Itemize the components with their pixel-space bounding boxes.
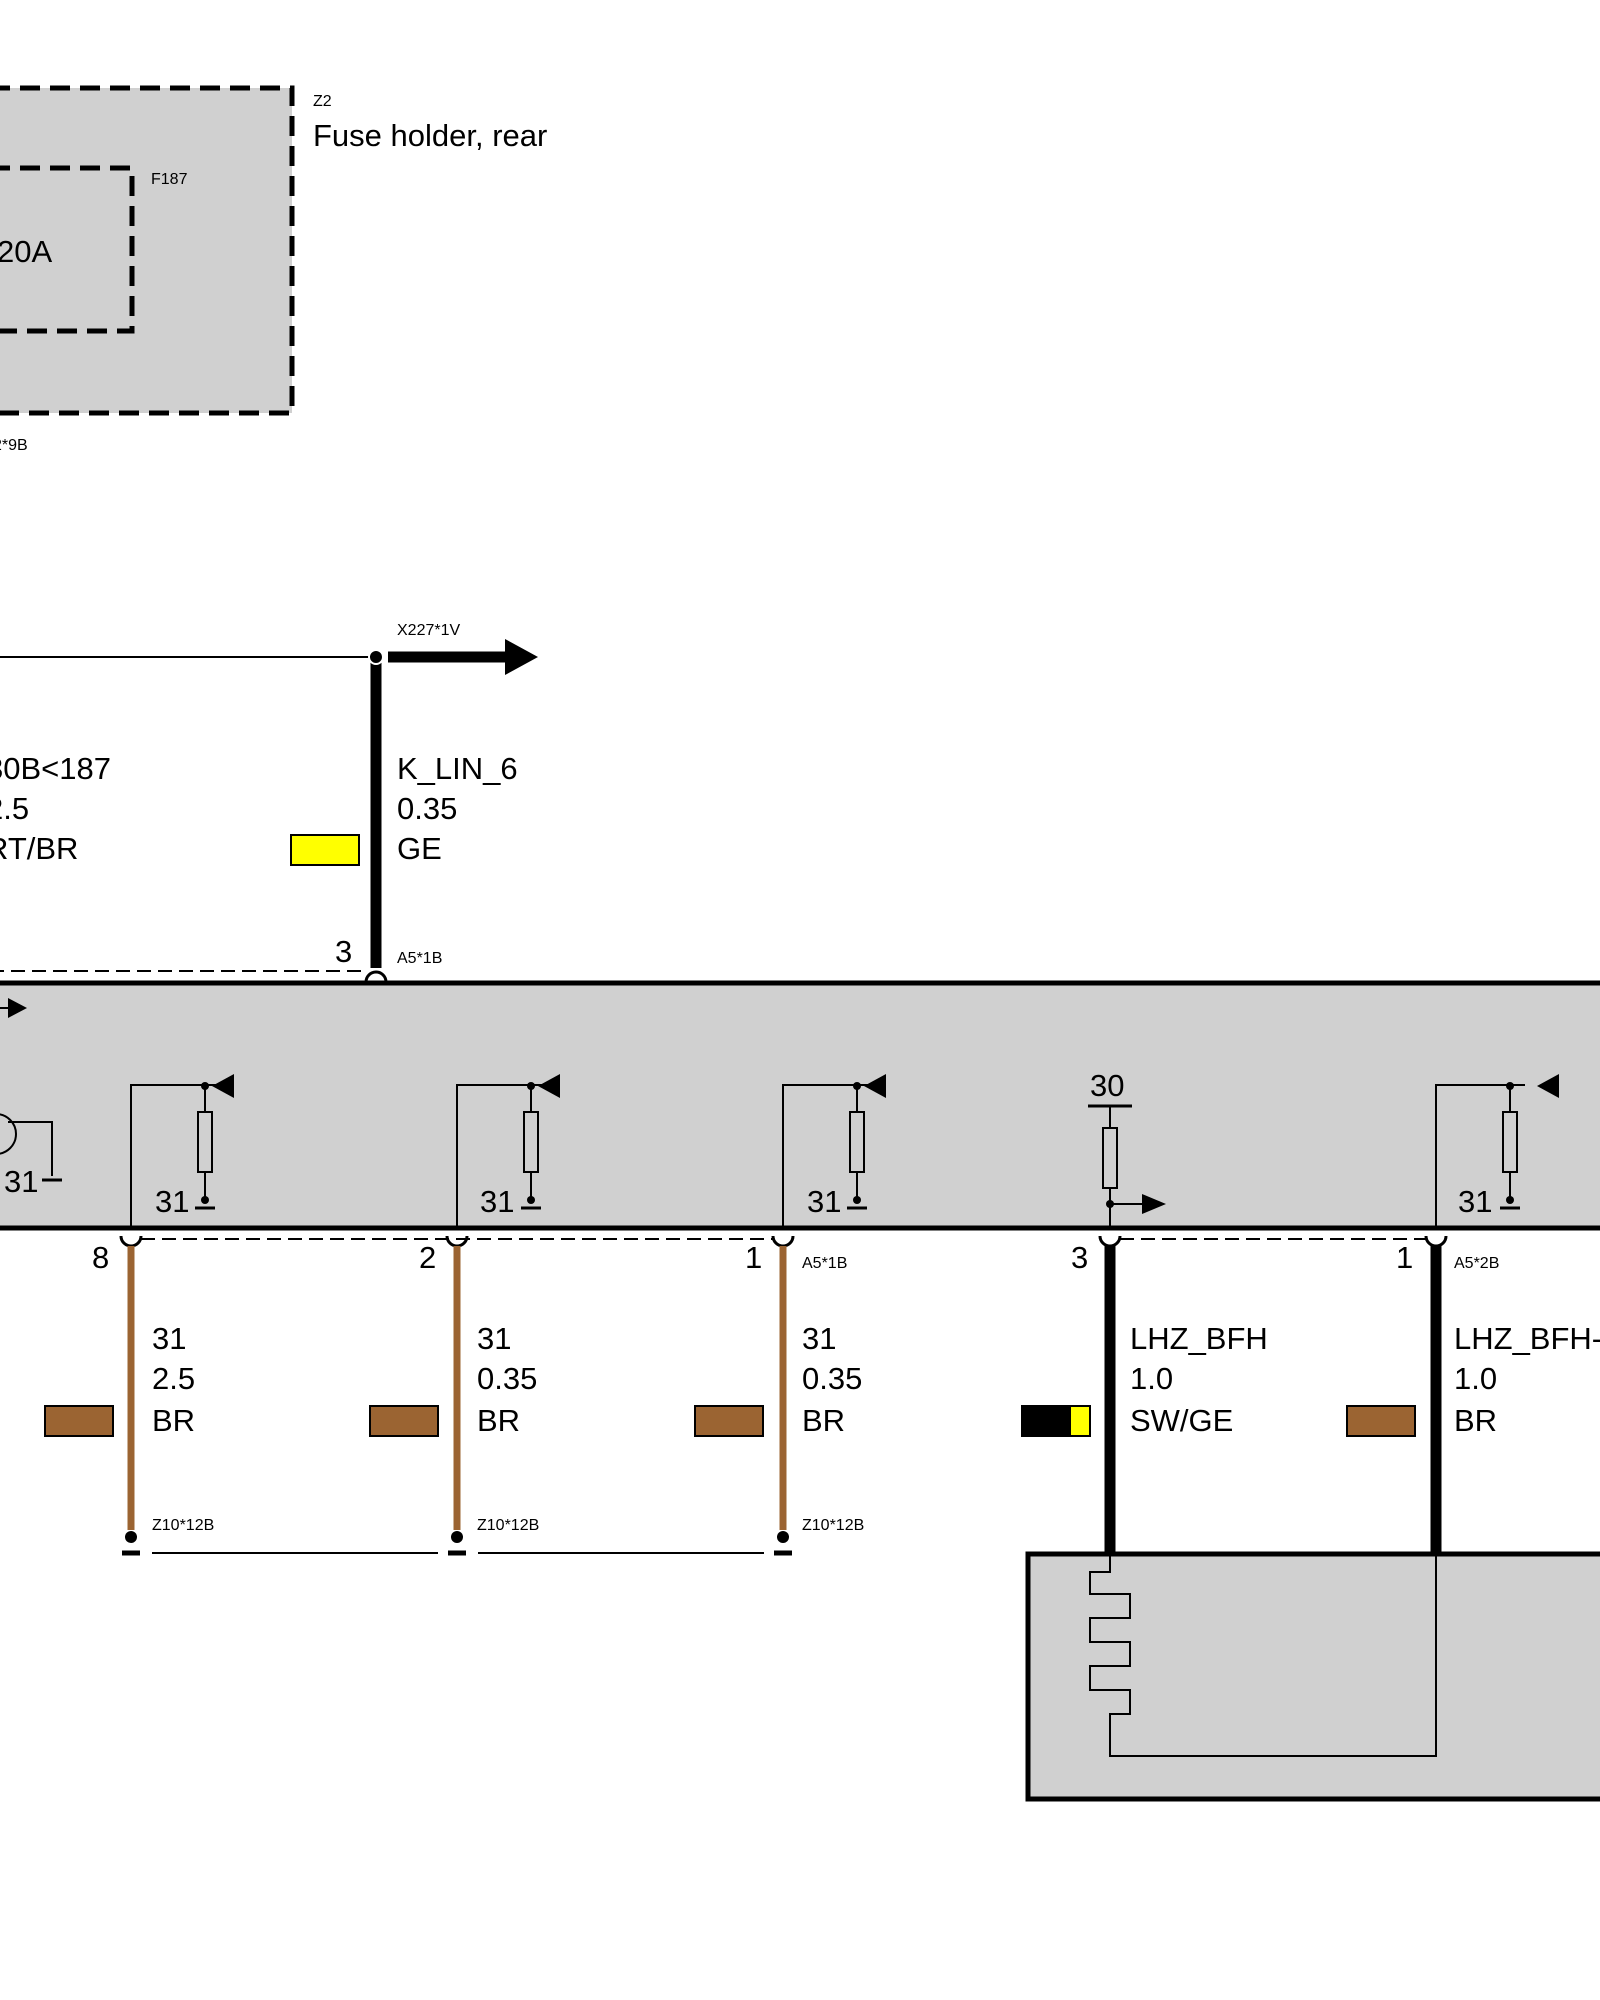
ground-wire-pin-1: 1 A5*1B 31 0.35 BR Z10*12B <box>694 1240 864 1556</box>
heating-coil-icon <box>1089 1552 1437 1757</box>
heater-wire-module-connector: A5*2B <box>1454 1255 1499 1272</box>
module-left-ground-line <box>8 1121 53 1176</box>
module-ground-label-2: 31 <box>480 1184 514 1219</box>
ground-wire-pin-2: 2 31 0.35 BR Z10*12B <box>369 1240 539 1556</box>
transistor-icon <box>0 1113 17 1155</box>
module-ground-label-4: 31 <box>1458 1184 1492 1219</box>
heater-wire-signal: LHZ_BFH- <box>1454 1321 1600 1356</box>
ground-wire-connector: Z10*12B <box>152 1517 214 1534</box>
ground-wire-module-connector: A5*1B <box>802 1255 847 1272</box>
resistor-icon <box>197 1111 213 1173</box>
heater-element-box <box>1025 1551 1600 1802</box>
ground-wire-connector: Z10*12B <box>477 1517 539 1534</box>
ground-wire-gauge: 0.35 <box>477 1361 537 1396</box>
triangle-output-icon <box>864 1074 886 1098</box>
wire-klin-pin-cup <box>364 970 388 983</box>
wire-klin-pin: 3 <box>335 934 352 969</box>
heater-wire-signal: LHZ_BFH <box>1130 1321 1268 1356</box>
fuse-holder-title: Fuse holder, rear <box>313 118 547 153</box>
pin-cup <box>771 1235 795 1248</box>
pin-cup <box>1424 1235 1448 1248</box>
module-channel-pin-1: 31 <box>782 1074 886 1228</box>
control-module: 31 31 <box>0 980 1600 1248</box>
heater-wire-color: SW/GE <box>1130 1403 1233 1438</box>
fuse-rating: 20A <box>0 234 52 269</box>
triangle-output-icon <box>1537 1074 1559 1098</box>
module-channel-heater-return: 31 <box>1435 1074 1559 1228</box>
heater-wire-supply: 3 LHZ_BFH 1.0 SW/GE <box>1021 1240 1268 1552</box>
ground-wire-pin: 8 <box>92 1240 109 1275</box>
ground-wire-gauge: 2.5 <box>152 1361 195 1396</box>
control-module-box <box>0 980 1600 1231</box>
heater-wire-pin: 1 <box>1396 1240 1413 1275</box>
heater-wire-color-swatch <box>1346 1405 1416 1437</box>
triangle-output-icon <box>538 1074 560 1098</box>
ground-wire-signal: 31 <box>802 1321 836 1356</box>
wire-klin-signal: K_LIN_6 <box>397 751 518 786</box>
module-ground-label-0: 31 <box>4 1164 38 1199</box>
resistor-icon <box>1502 1111 1518 1173</box>
fuse-holder-connector: 2*9B <box>0 437 28 454</box>
pin-cup <box>119 1235 143 1248</box>
wire-klin-connector: X227*1V <box>397 622 460 639</box>
fuse-holder: Z2 Fuse holder, rear F187 20A 2*9B <box>0 85 547 454</box>
heater-wire-pin: 3 <box>1071 1240 1088 1275</box>
wire-klin-gauge: 0.35 <box>397 791 457 826</box>
fuse-holder-id: Z2 <box>313 93 332 110</box>
heater-element <box>1025 1551 1600 1802</box>
ground-wire-color-swatch <box>369 1405 439 1437</box>
wire-30b-signal: 30B<187 <box>0 751 111 786</box>
ground-wire-pin: 2 <box>419 1240 436 1275</box>
ground-wire-signal: 31 <box>477 1321 511 1356</box>
ground-wire-gauge: 0.35 <box>802 1361 862 1396</box>
ground-wire-signal: 31 <box>152 1321 186 1356</box>
pin-cup <box>1098 1235 1122 1248</box>
heater-wire-color-swatch-black <box>1021 1405 1071 1437</box>
heater-wire-return: 1 A5*2B LHZ_BFH- 1.0 BR <box>1346 1240 1600 1552</box>
heater-wire-gauge: 1.0 <box>1454 1361 1497 1396</box>
heater-wire-gauge: 1.0 <box>1130 1361 1173 1396</box>
module-supply-label: 30 <box>1090 1068 1124 1103</box>
pin-cup <box>445 1235 469 1248</box>
arrow-right-icon <box>505 639 538 675</box>
arrow-right-icon <box>8 998 27 1018</box>
ground-wire-color-swatch <box>694 1405 764 1437</box>
wire-klin-module-connector: A5*1B <box>397 950 442 967</box>
heater-wire-color: BR <box>1454 1403 1497 1438</box>
wire-klin-junction <box>368 649 384 665</box>
top-wires: 30B<187 2.5 RT/BR X227*1V K_LIN_6 0.35 G… <box>0 622 538 983</box>
ground-wire-color-swatch <box>44 1405 114 1437</box>
triangle-output-icon <box>212 1074 234 1098</box>
module-ground-label-1: 31 <box>155 1184 189 1219</box>
arrow-right-icon <box>1142 1194 1166 1214</box>
ground-wire-connector: Z10*12B <box>802 1517 864 1534</box>
module-channel-pin-8: 31 <box>130 1074 234 1228</box>
ground-wire-pin-8: 8 31 2.5 BR Z10*12B <box>44 1240 214 1556</box>
ground-wire-color: BR <box>477 1403 520 1438</box>
wire-30b-color: RT/BR <box>0 831 78 866</box>
module-ground-label-3: 31 <box>807 1184 841 1219</box>
resistor-icon <box>849 1111 865 1173</box>
module-channel-heater-supply: 30 <box>1088 1068 1166 1228</box>
wire-klin-color: GE <box>397 831 442 866</box>
resistor-icon <box>1102 1127 1118 1189</box>
ground-wire-color: BR <box>802 1403 845 1438</box>
ground-wire-pin: 1 <box>745 1240 762 1275</box>
resistor-icon <box>523 1111 539 1173</box>
fuse-id: F187 <box>151 171 188 188</box>
fuse-box <box>0 165 135 334</box>
ground-wire-color: BR <box>152 1403 195 1438</box>
fuse-holder-box <box>0 85 295 416</box>
wire-30b-gauge: 2.5 <box>0 791 29 826</box>
wire-klin-color-swatch <box>290 834 360 866</box>
module-channel-pin-2: 31 <box>456 1074 560 1228</box>
heater-wire-color-swatch-yellow <box>1069 1405 1091 1437</box>
